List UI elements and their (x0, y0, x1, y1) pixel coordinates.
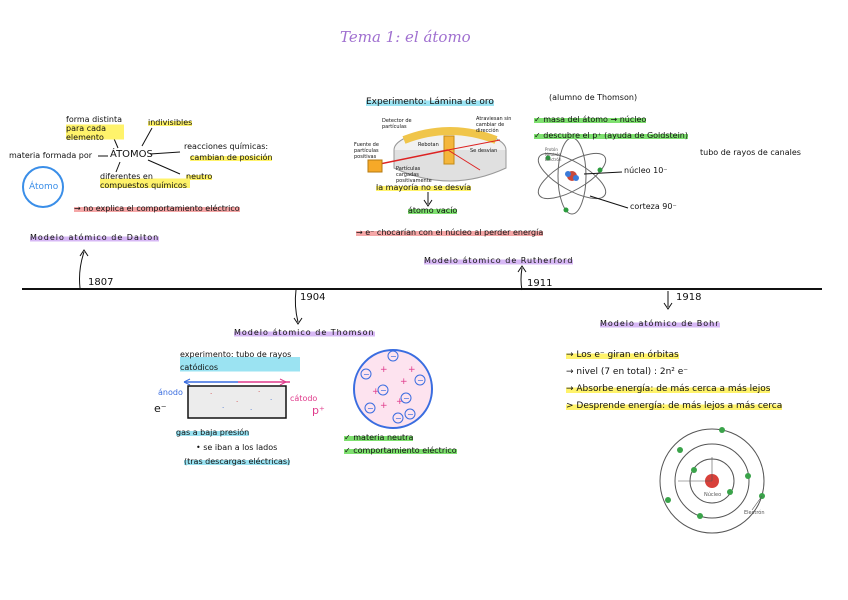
svg-text:−: − (407, 410, 414, 419)
bohr-model-title: Modelo atómico de Bohr (600, 319, 720, 328)
rutherford-experiment-title: Experimento: Lámina de oro (366, 97, 494, 107)
year-1918: 1918 (676, 292, 702, 303)
arrow-1807 (79, 251, 85, 289)
diagram-label-particulas: Partículas cargadas positivamente (396, 166, 432, 184)
atomo-vacio-label: átomo vacío (408, 206, 458, 215)
diagram-label-detector: Detector de partículas (382, 118, 412, 130)
thomson-model-title: Modelo átomico de Thomson (234, 328, 375, 337)
nucleo-label: núcleo 10⁻ (624, 166, 668, 175)
materia-neutra-label: ✓ materia neutra (344, 433, 414, 442)
gold-foil-diagram (367, 127, 507, 182)
comportamiento-label: ✓ comportamiento eléctrico (344, 446, 457, 455)
bohr-electron-label: Electrón (744, 510, 765, 516)
bohr-atom-drawing (659, 427, 765, 534)
e-minus-label: e⁻ (154, 402, 167, 415)
cambian-label: cambian de posición (190, 153, 273, 162)
svg-text:+: + (396, 397, 404, 407)
svg-text:·: · (222, 404, 224, 412)
bohr-point-4: > Desprende energía: de más lejos a más … (566, 401, 783, 411)
bohr-point-1: → Los e⁻ giran en órbitas (566, 350, 679, 360)
reacciones-label: reacciones químicas: (184, 142, 269, 151)
atom-bubble-label: Átomo (29, 182, 59, 192)
svg-text:·: · (210, 390, 212, 398)
no-explica-label: → no explica el comportamiento eléctrico (74, 204, 240, 213)
year-1904: 1904 (300, 292, 326, 303)
arrow-1904 (294, 289, 299, 323)
arrow-1911 (520, 267, 523, 291)
svg-text:−: − (363, 370, 370, 379)
svg-text:·: · (236, 398, 238, 406)
svg-text:−: − (395, 414, 402, 423)
cathode-ray-tube: · · · · · · (183, 378, 290, 419)
svg-text:−: − (417, 376, 424, 385)
svg-text:−: − (380, 386, 387, 395)
page-title: Tema 1: el átomo (340, 28, 471, 46)
rutherford-atom-drawing (537, 137, 607, 215)
alumno-label: (alumno de Thomson) (549, 93, 638, 102)
bohr-nucleo-label: Núcleo (704, 492, 722, 498)
svg-text:+: + (400, 377, 408, 387)
indivisibles-label: indivisibles (148, 118, 193, 127)
svg-text:·: · (250, 406, 252, 414)
mayoria-label: la mayoría no se desvía (376, 183, 472, 192)
year-1911: 1911 (527, 278, 553, 289)
bohr-point-2: → nivel (7 en total) : 2n² e⁻ (566, 367, 689, 377)
svg-text:·: · (270, 396, 272, 404)
legend-neutron: Neutrón (545, 152, 562, 157)
plum-pudding-atom: +++ +++ −−− −−− −− (353, 349, 433, 429)
corteza-label: corteza 90⁻ (630, 202, 677, 211)
atomos-label: ÁTOMOS (110, 149, 153, 160)
svg-text:−: − (367, 404, 374, 413)
dalton-model-title: Modelo atómico de Dalton (30, 233, 160, 242)
diagram-label-desvian: Se desvían (470, 148, 498, 154)
svg-text:+: + (380, 401, 388, 411)
masa-label: ✓ masa del átomo → núcleo (534, 115, 647, 124)
neutro-label: neutro (186, 172, 213, 181)
svg-text:−: − (403, 394, 410, 403)
se-iban-label: • se iban a los lados (196, 443, 278, 452)
atom-bubble (22, 166, 64, 208)
diagram-label-atraviesan: Atraviesan sin cambiar de dirección (476, 116, 512, 134)
svg-text:·: · (258, 388, 260, 396)
catodo-label: cátodo (290, 394, 318, 403)
materia-label: materia formada por (9, 151, 93, 160)
svg-text:−: − (390, 352, 397, 361)
anodo-label: ánodo (158, 388, 183, 397)
thomson-experiment-label: experimento: tubo de rayos catódicos (180, 348, 300, 374)
legend-proton: Protón (545, 147, 558, 152)
bohr-point-3: → Absorbe energía: de más cerca a más le… (566, 384, 771, 394)
year-1807: 1807 (88, 277, 114, 288)
legend-electron: Electrón (545, 157, 562, 162)
svg-text:+: + (408, 365, 416, 375)
diagram-label-rebotan: Rebotan (418, 142, 439, 148)
diagram-label-fuente: Fuente de partículas positivas (354, 142, 379, 160)
svg-text:+: + (372, 387, 380, 397)
descubre-label: ✓ descubre el p⁺ (ayuda de Goldstein) (534, 131, 688, 140)
rutherford-model-title: Modelo átomico de Rutherford (424, 256, 574, 265)
tubo-canales-label: tubo de rayos de canales (700, 148, 801, 157)
gas-label: gas a baja presión (176, 428, 250, 437)
chocarian-label: → e⁻ chocarían con el núcleo al perder e… (356, 228, 544, 237)
svg-text:+: + (380, 365, 388, 375)
forma-label: forma distinta para cada elemento (66, 115, 124, 142)
tras-label: (tras descargas eléctricas) (184, 457, 291, 466)
p-plus-label: p⁺ (312, 404, 325, 417)
diferentes-label: diferentes en compuestos químicos (100, 172, 190, 190)
